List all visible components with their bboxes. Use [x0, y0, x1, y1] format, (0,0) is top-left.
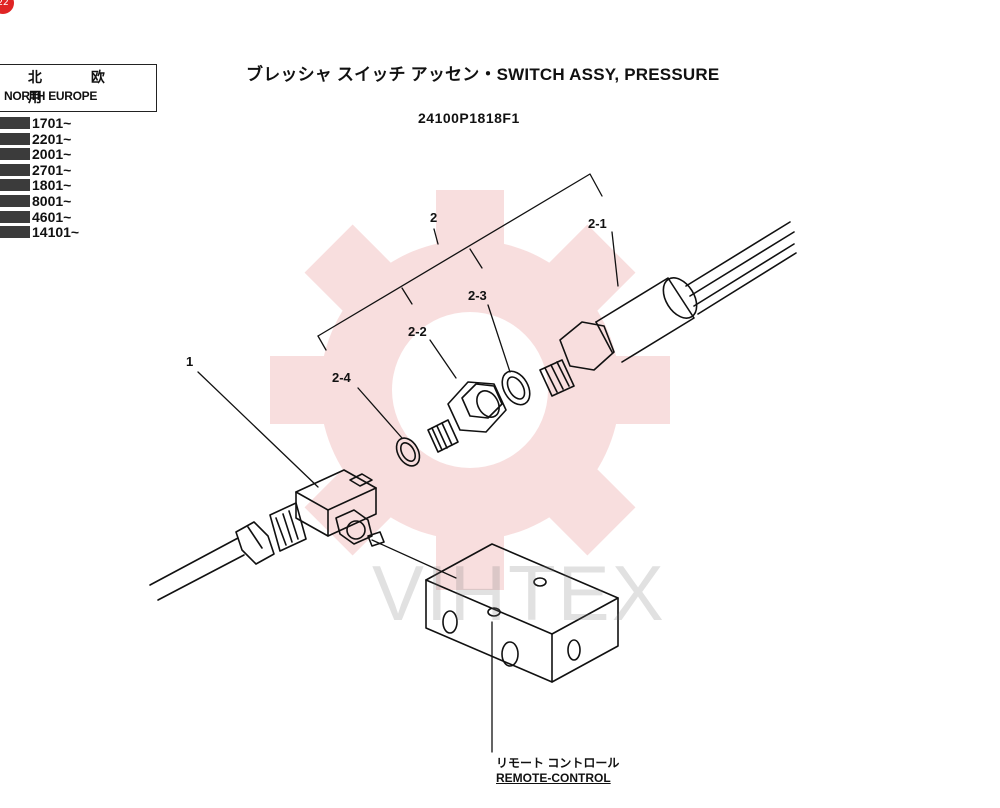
callout-2-2: 2-2 [408, 324, 427, 339]
callout-2-4: 2-4 [332, 370, 352, 385]
hose-line [149, 502, 307, 601]
serial-item: 4601~ [0, 209, 110, 226]
washer-part-2-4 [395, 437, 421, 467]
callout-2: 2 [430, 210, 437, 225]
remote-control-en: REMOTE-CONTROL [496, 771, 611, 785]
remote-control-jp: リモート コントロール [496, 756, 620, 770]
region-box: 北 欧 用 NORTH EUROPE [0, 64, 157, 112]
remote-control-block [425, 543, 619, 683]
serial-item: 2001~ [0, 146, 110, 163]
leader-lines [197, 173, 619, 753]
part-number: 24100P1818F1 [418, 110, 520, 126]
page-badge: 22 [0, 0, 14, 14]
serial-item: 2201~ [0, 131, 110, 148]
serial-item: 14101~ [0, 224, 110, 241]
callout-2-1: 2-1 [588, 216, 607, 231]
region-en-label: NORTH EUROPE [4, 89, 98, 103]
adapter-part-2-2 [427, 381, 507, 453]
region-jp-label: 北 欧 用 [28, 70, 127, 106]
page-title: ブレッシャ スイッチ アッセン・SWITCH ASSY, PRESSURE [246, 65, 720, 84]
callout-2-3: 2-3 [468, 288, 487, 303]
serial-item: 2701~ [0, 162, 110, 179]
watermark-text: VIHTEX [372, 549, 666, 637]
pressure-switch-part-2-1 [539, 221, 797, 397]
tee-fitting [295, 469, 385, 547]
remote-control-label: リモート コントロール REMOTE-CONTROL [496, 756, 619, 786]
washer-part-2-3 [501, 370, 531, 406]
serial-list: 1701~ 2201~ 2001~ 2701~ 1801~ 8001~ 4601… [0, 115, 110, 241]
serial-item: 1801~ [0, 178, 110, 194]
serial-item: 8001~ [0, 193, 110, 210]
serial-item: 1701~ [0, 115, 110, 132]
callout-1: 1 [186, 354, 193, 369]
